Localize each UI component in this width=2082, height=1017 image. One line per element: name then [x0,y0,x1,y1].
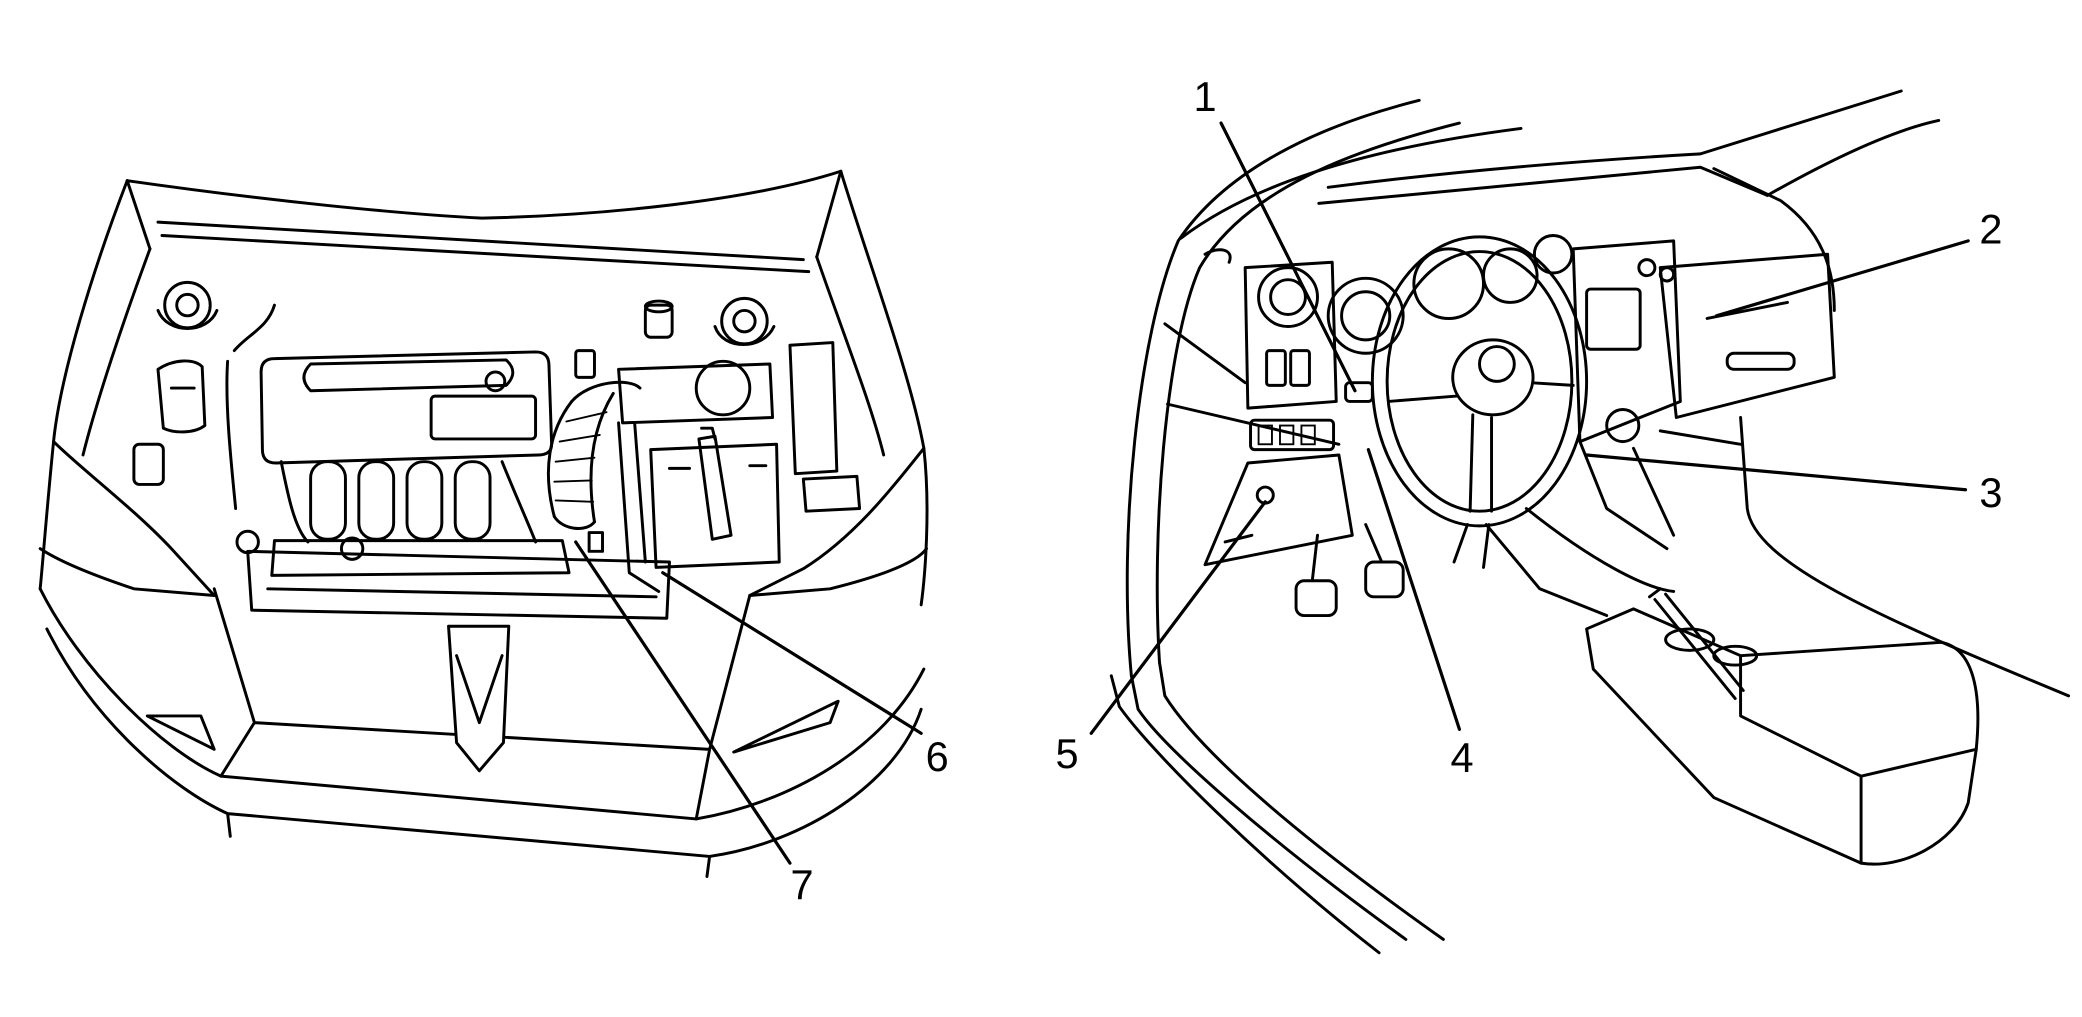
leader-line-5 [1089,500,1267,735]
steering-wheel-rim-inner [1385,250,1574,513]
mirror-switches [1265,349,1311,387]
steering-wheel-rim-outer [1370,235,1589,528]
roof-line [1179,126,1523,240]
harness-bracket [617,421,661,593]
left-headlamp [38,440,216,597]
accelerator-pedal-arm [1364,523,1384,564]
hazard-button [1637,258,1657,278]
windshield-lower-edge [1317,89,1903,205]
right-headlamp [748,446,928,597]
lower-switch-bank [1249,418,1336,452]
relay-connector [574,349,596,379]
right-pillar [1712,118,1941,312]
engine-cover-slot [302,358,515,393]
leader-line-3 [1584,453,1968,492]
passenger-floor-line [1658,416,2071,698]
battery [649,442,781,569]
left-air-vent [1257,266,1319,328]
radiator-cap [235,529,260,555]
left-strut-tower [156,280,219,330]
right-fog-lamp [732,699,840,754]
instrument-panel-view [1109,89,2071,955]
accelerator-pedal [1364,560,1405,599]
hood-outer-edge [125,169,843,220]
dash-left-face [1163,248,1341,446]
steering-column [1452,523,1491,569]
callout-5: 5 [1056,730,1079,777]
callout-3: 3 [1979,469,2002,516]
engine-compartment-view [38,169,929,878]
brake-pedal [1294,579,1338,618]
door-sill [1109,660,1445,955]
hood-inner-lip [125,169,843,274]
left-vent-panel [1243,260,1338,410]
emblem-v-mark [455,654,504,725]
oil-dipstick-handle [339,536,365,561]
left-fender [38,179,152,591]
leader-line-1 [1219,121,1357,393]
a-pillar-outer [1125,98,1421,678]
radiator-support [246,549,671,620]
callout-7: 7 [790,861,813,908]
oil-filler-cap [484,370,507,393]
left-wiring-harness [225,303,276,510]
center-console-lower [1484,440,1676,618]
brake-pedal-arm [1310,533,1319,584]
engine-cover-panel [429,394,538,441]
leader-line-2 [1714,239,1970,318]
right-strut-tower [713,296,776,347]
callout-6: 6 [926,733,949,780]
leader-line-7 [574,540,792,865]
connector-bolt [587,531,604,553]
left-air-vent-inner [1269,278,1307,316]
airbag-hub [1451,338,1535,417]
horn-emblem [1478,345,1516,383]
ignition-coil-connector [697,426,733,541]
washer-reservoir-cap [132,442,165,486]
coolant-reservoir [156,359,207,434]
center-air-vent [1532,234,1574,275]
grille-center-emblem [447,624,511,773]
right-fender [815,169,929,607]
engine-block-lower [270,539,571,577]
glove-box-handle [1725,351,1796,371]
cluster-connector [1344,381,1374,403]
cup-holder-front [1664,627,1716,652]
brake-fluid-reservoir [643,299,674,339]
clock-button [1658,266,1676,283]
radio-display [1585,287,1642,351]
callout-1: 1 [1193,73,1216,120]
knee-bolster-panel [1203,453,1354,567]
callouts: 1 2 3 4 5 6 7 [574,73,2002,908]
a-pillar-inner [1155,121,1461,664]
callout-4: 4 [1451,734,1474,781]
air-intake-duct [546,380,642,530]
glove-box [1658,252,1836,419]
air-cleaner-housing [617,359,775,425]
leader-line-6 [661,571,923,735]
instrument-cluster [1326,247,1539,355]
front-bumper-lower [45,627,923,878]
center-stack [1571,239,1682,444]
right-bay-bracket [788,341,862,513]
intake-manifold-runners [279,460,538,544]
climate-control-knob [1605,408,1641,444]
engine-cover [259,350,554,465]
leader-line-4 [1366,448,1462,731]
callout-2: 2 [1979,206,2002,253]
parking-brake-lever [1648,587,1745,700]
steering-wheel-spokes [1386,381,1575,513]
left-fog-lamp [145,714,216,751]
